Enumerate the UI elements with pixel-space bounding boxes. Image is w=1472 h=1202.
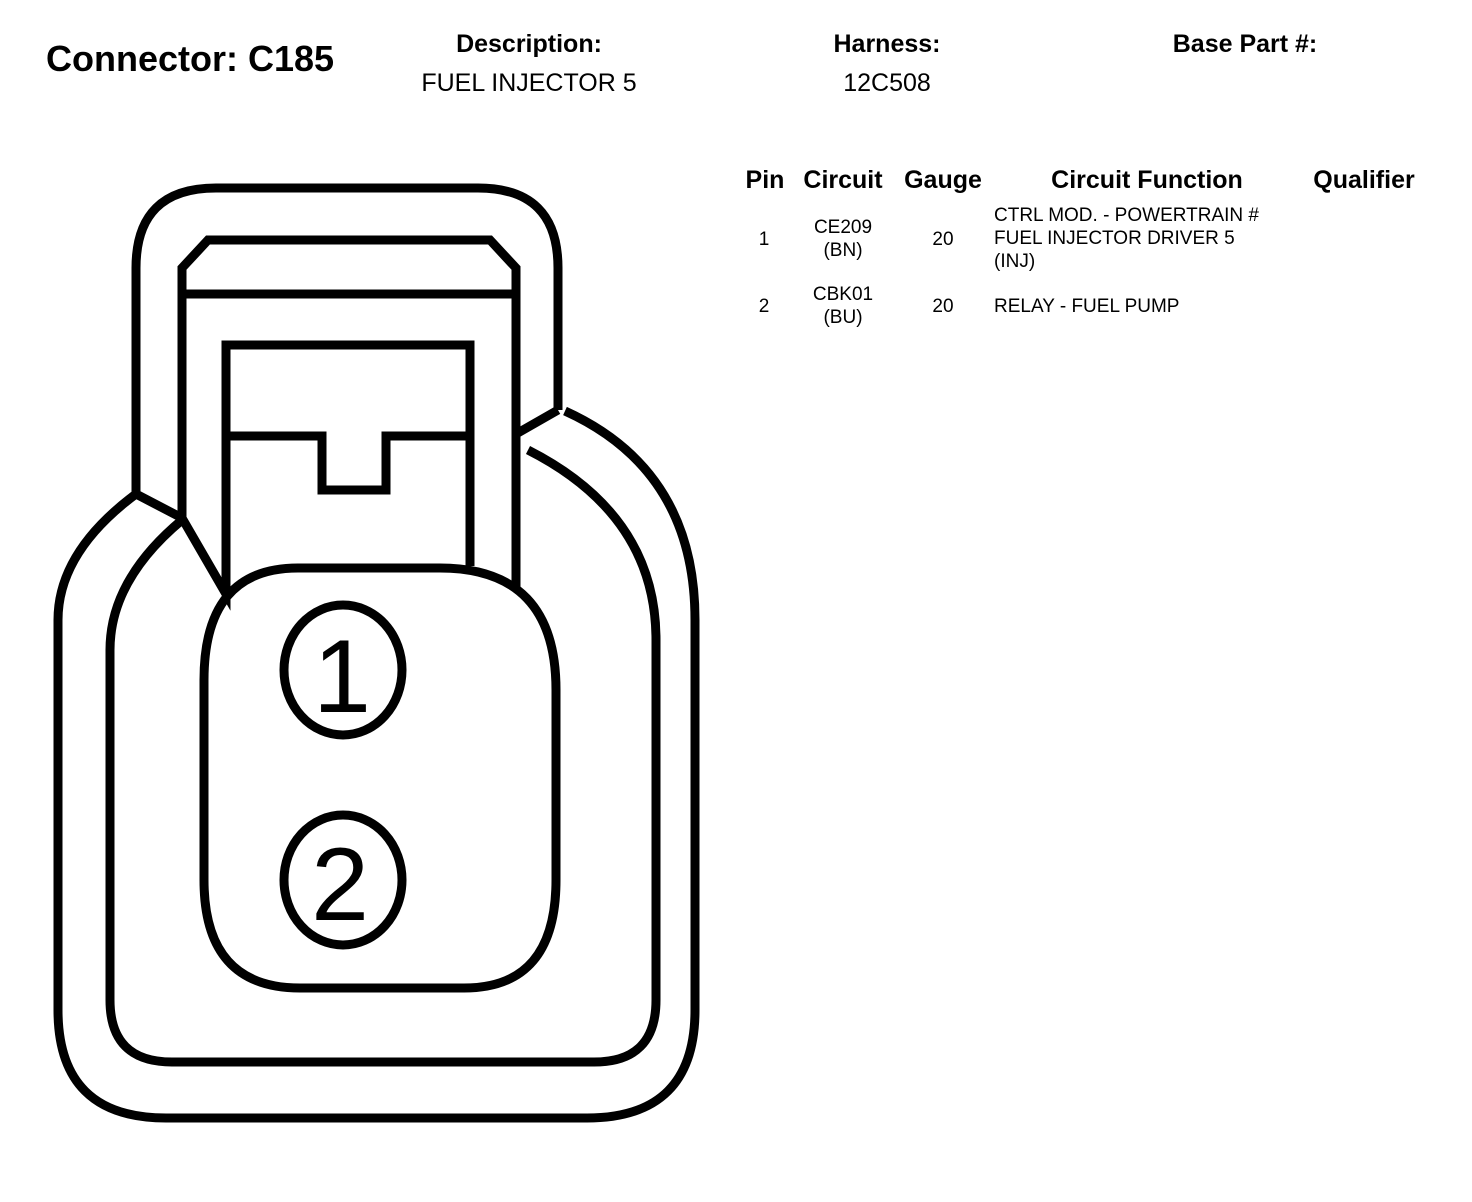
col-header-circuit-function: Circuit Function xyxy=(1051,166,1243,194)
pin-cavity-outline xyxy=(199,563,561,993)
circuit-color: (BU) xyxy=(823,307,863,328)
col-header-circuit: Circuit xyxy=(803,166,883,194)
circuit-function-line: RELAY - FUEL PUMP xyxy=(994,296,1180,317)
connector-inner-shell xyxy=(105,445,661,1067)
pin-1-circle xyxy=(279,600,407,740)
col-header-gauge: Gauge xyxy=(904,166,982,194)
harness-value: 12C508 xyxy=(843,69,931,97)
latch-notch xyxy=(226,431,470,495)
pin-2-label: 2 xyxy=(311,827,369,943)
connector-title: Connector: C185 xyxy=(46,38,335,79)
gauge-cell: 20 xyxy=(932,296,954,317)
base-part-label: Base Part #: xyxy=(1172,30,1318,58)
circuit-function-line: FUEL INJECTOR DRIVER 5 xyxy=(994,228,1235,249)
circuit-function-line: (INJ) xyxy=(994,251,1036,272)
col-header-pin: Pin xyxy=(745,166,785,194)
description-value: FUEL INJECTOR 5 xyxy=(421,69,637,97)
circuit-color: (BN) xyxy=(823,240,863,261)
circuit-cell: CBK01 (BU) xyxy=(793,283,893,329)
circuit-function-cell: RELAY - FUEL PUMP xyxy=(994,295,1294,318)
harness-label: Harness: xyxy=(833,30,941,58)
circuit-code: CE209 xyxy=(813,217,873,238)
circuit-code: CBK01 xyxy=(812,284,874,305)
circuit-function-line: CTRL MOD. - POWERTRAIN # xyxy=(994,205,1259,226)
pin-1-label: 1 xyxy=(313,619,371,735)
locking-tab xyxy=(133,235,561,611)
col-header-qualifier: Qualifier xyxy=(1313,166,1415,194)
circuit-cell: CE209 (BN) xyxy=(793,216,893,262)
description-label: Description: xyxy=(456,30,602,58)
pin-number: 2 xyxy=(758,296,770,317)
connector-outer-shell xyxy=(53,183,700,1123)
pin-2-circle xyxy=(279,810,407,950)
connector-face-diagram: 1 2 xyxy=(53,183,700,1123)
circuit-function-cell: CTRL MOD. - POWERTRAIN # FUEL INJECTOR D… xyxy=(994,204,1294,273)
pin-number: 1 xyxy=(758,229,770,250)
gauge-cell: 20 xyxy=(932,229,954,250)
